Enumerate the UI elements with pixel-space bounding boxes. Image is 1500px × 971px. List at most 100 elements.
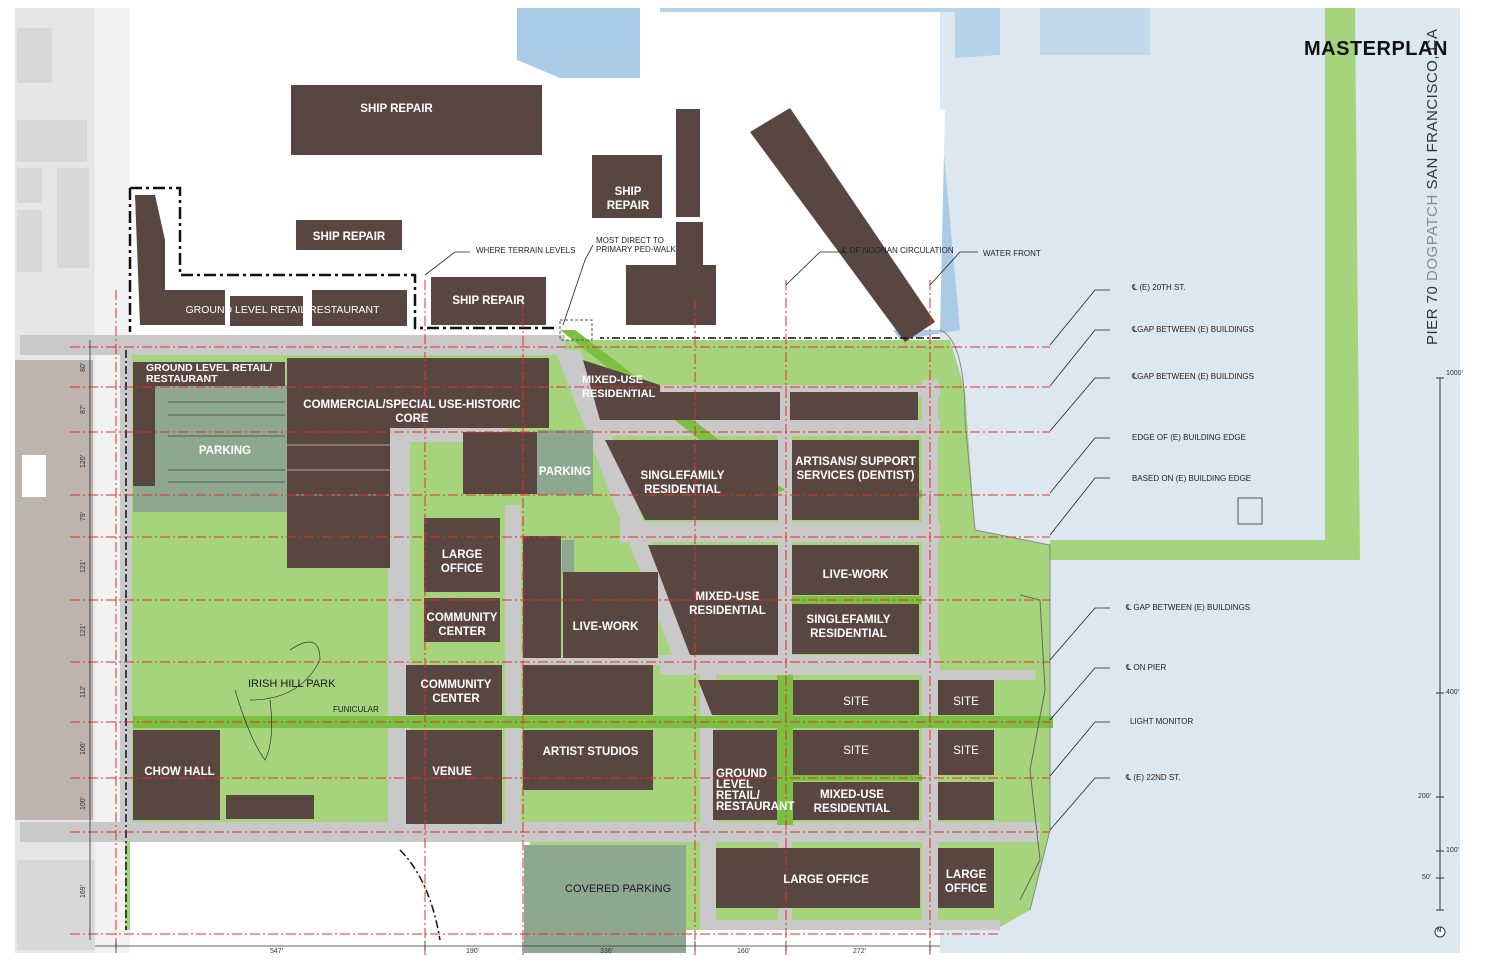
west-block-gray	[15, 360, 93, 820]
label-large-office-s: LARGE OFFICE	[783, 874, 869, 886]
anno-pier: ℄ ON PIER	[1126, 663, 1167, 672]
label-live-work-e: LIVE-WORK	[822, 569, 889, 581]
label-site-3: SITE	[843, 745, 869, 757]
dim-v-2: 87'	[80, 404, 87, 414]
community-center-2	[406, 665, 502, 715]
label-venue: VENUE	[432, 766, 472, 778]
artist-studios	[523, 665, 653, 715]
anno-noonan: ℄ OF NOONAN CIRCULATION	[842, 246, 954, 255]
subtitle-city: SAN FRANCISCO, CA	[1424, 28, 1441, 190]
west-block-f	[17, 860, 95, 950]
bldg-mid-parking	[463, 432, 537, 494]
leader-lines	[424, 244, 1110, 831]
artist-studios-b	[523, 730, 653, 790]
label-large-office-w: LARGE OFFICE	[440, 549, 484, 575]
label-parking-west: PARKING	[198, 445, 252, 457]
wharf-building	[750, 108, 935, 342]
covered-parking-area	[524, 845, 686, 953]
west-block-d	[57, 168, 89, 268]
live-work-e	[792, 545, 919, 595]
subtitle-pier: PIER 70	[1424, 285, 1441, 345]
label-ground-retail-nw: GROUND LEVEL RETAIL/ RESTAURANT	[146, 362, 273, 385]
site-1-west	[698, 680, 778, 715]
scale-bar	[1436, 377, 1444, 911]
mixed-use-n-b	[660, 392, 780, 420]
dim-v-8: 106'	[80, 741, 87, 755]
single-family-n	[605, 440, 778, 520]
dim-v-5: 121'	[80, 559, 87, 573]
north-label: N	[1437, 928, 1442, 934]
south-boundary	[399, 849, 441, 941]
label-site-4: SITE	[953, 745, 979, 757]
site-1	[793, 680, 919, 715]
scale-1000: 1000'	[1446, 370, 1463, 377]
label-covered-parking: COVERED PARKING	[565, 883, 672, 895]
west-block-c	[17, 168, 42, 203]
north-arrow-icon	[1434, 926, 1446, 938]
label-single-family-s: SINGLEFAMILY RESIDENTIAL	[806, 614, 891, 640]
south-land	[130, 840, 530, 953]
retail-block-2	[230, 296, 303, 326]
site-4	[938, 730, 994, 775]
west-block-a	[17, 28, 52, 83]
dim-v-4: 79'	[80, 511, 87, 521]
parking-stalls	[168, 401, 285, 483]
label-ship-repair-2: SHIP REPAIR	[606, 186, 650, 212]
road-e-1	[935, 670, 1035, 680]
large-office-w	[424, 518, 500, 592]
dim-v-6: 121'	[80, 623, 87, 637]
road-ns-1	[778, 385, 792, 925]
mixed-use-s	[793, 782, 919, 820]
road-ns-3	[700, 820, 716, 930]
site-3	[793, 730, 919, 775]
road-ew-2	[595, 420, 940, 436]
road-ns-2	[922, 380, 938, 925]
pier-walk	[1050, 8, 1360, 560]
page-subtitle: PIER 70 DOGPATCH SAN FRANCISCO, CA	[1424, 28, 1441, 345]
ship-repair-2	[592, 155, 662, 218]
bldg-e-small	[938, 782, 994, 820]
label-mixed-use-mid: MIXED-USE RESIDENTIAL	[689, 591, 766, 617]
label-live-work-w: LIVE-WORK	[572, 621, 639, 633]
live-work-w-a	[523, 536, 561, 658]
shore-contours	[1019, 594, 1046, 901]
retail-block-3	[312, 290, 407, 326]
dim-v-10: 169'	[80, 884, 87, 898]
ground-retail-s	[713, 730, 777, 820]
anno-light-monitor: LIGHT MONITOR	[1130, 717, 1194, 726]
label-mixed-use-n: MIXED-USE RESIDENTIAL	[582, 374, 656, 400]
parking-mid-area	[537, 430, 593, 495]
shoreline	[939, 329, 1051, 911]
blue-water-1	[517, 8, 640, 78]
label-site-1: SITE	[843, 696, 869, 708]
road-ew-4	[660, 655, 940, 675]
dim-v-1: 80'	[80, 362, 87, 372]
label-site-2: SITE	[953, 696, 979, 708]
chow-hall-annex	[226, 795, 314, 819]
dim-v-9: 100'	[80, 796, 87, 810]
commercial-core	[287, 358, 549, 428]
label-funicular: FUNICULAR	[333, 705, 379, 714]
ship-repair-4	[431, 277, 546, 325]
page-title: MASTERPLAN	[1304, 38, 1448, 60]
label-community-center-1: COMMUNITY CENTER	[426, 612, 498, 638]
road-north	[20, 335, 565, 355]
anno-ped-walk: MOST DIRECT TO PRIMARY PED-WALK	[596, 236, 676, 254]
label-ship-repair-4: SHIP REPAIR	[452, 295, 525, 307]
ped-walk-box	[559, 319, 593, 341]
venue	[406, 730, 502, 824]
blue-water-3	[1040, 8, 1150, 55]
label-ship-repair-1: SHIP REPAIR	[360, 103, 433, 115]
large-office-s	[716, 848, 920, 908]
anno-edge-1: EDGE OF (E) BUILDING EDGE	[1132, 433, 1246, 442]
parking-west-area	[133, 385, 288, 512]
label-parking-mid: PARKING	[538, 466, 592, 478]
dim-h-1: 547'	[270, 948, 284, 955]
community-center-1	[424, 598, 500, 642]
label-mixed-use-s: MIXED-USE RESIDENTIAL	[813, 789, 891, 815]
dimension-line-h	[95, 941, 940, 951]
subtitle-dogpatch: DOGPATCH	[1424, 194, 1441, 281]
label-artisans: ARTISANS/ SUPPORT SERVICES (DENTIST)	[795, 456, 916, 482]
anno-gap-3: ℄ GAP BETWEEN (E) BUILDINGS	[1126, 603, 1251, 612]
